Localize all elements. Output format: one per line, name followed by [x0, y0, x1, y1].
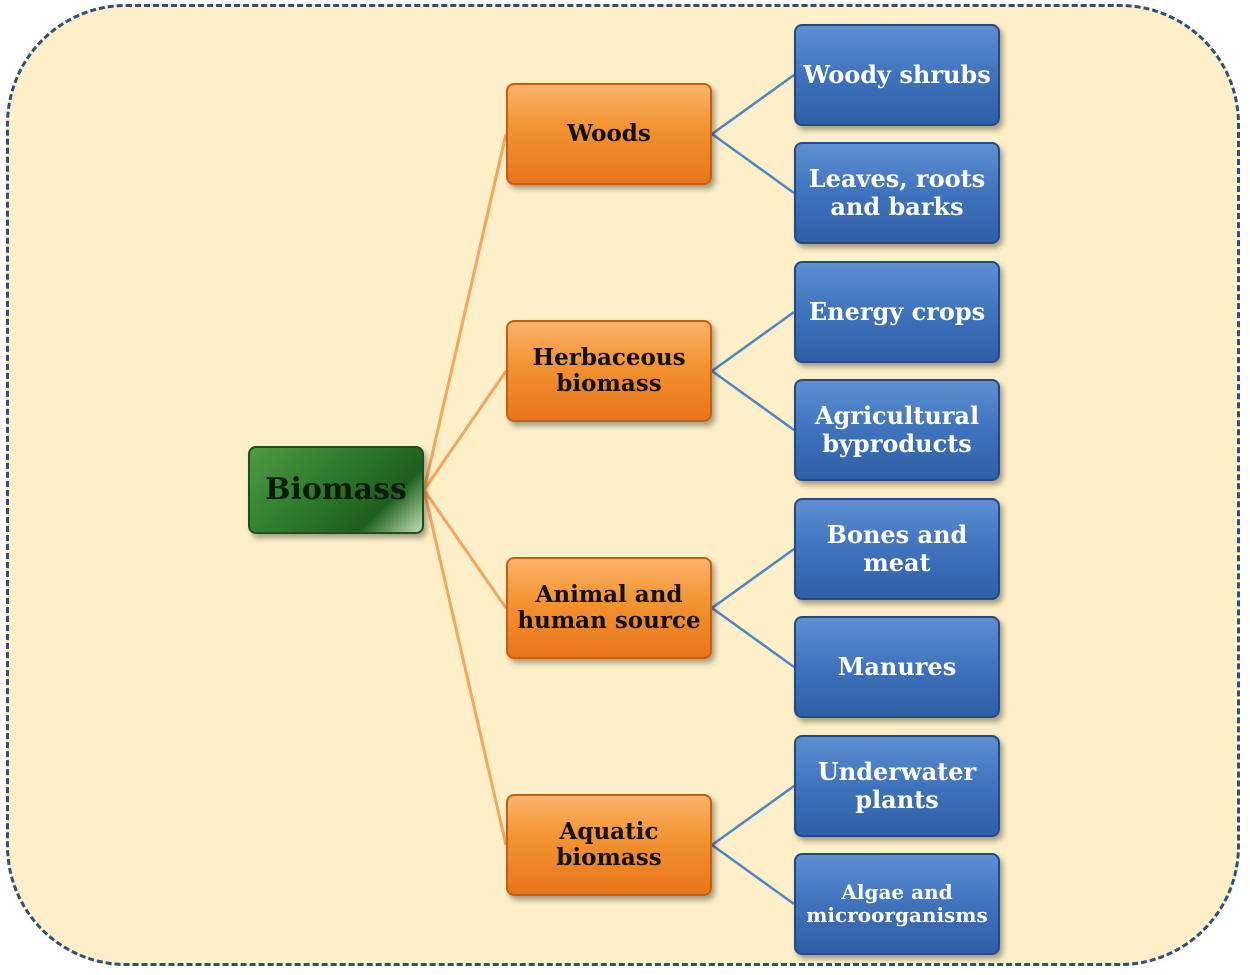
root-node: Biomass — [248, 446, 424, 534]
category-node-herbaceous: Herbaceous biomass — [506, 320, 712, 422]
category-node-animal: Animal and human source — [506, 557, 712, 659]
leaf-node-leaves-roots-barks: Leaves, roots and barks — [794, 142, 1000, 244]
leaf-node-algae-microorganisms: Algae and microorganisms — [794, 853, 1000, 955]
leaf-node-manures: Manures — [794, 616, 1000, 718]
category-node-woods: Woods — [506, 83, 712, 185]
leaf-node-woody-shrubs: Woody shrubs — [794, 24, 1000, 126]
leaf-node-underwater-plants: Underwater plants — [794, 735, 1000, 837]
leaf-node-bones-meat: Bones and meat — [794, 498, 1000, 600]
leaf-node-agricultural-byproducts: Agricultural byproducts — [794, 379, 1000, 481]
category-node-aquatic: Aquatic biomass — [506, 794, 712, 896]
leaf-node-energy-crops: Energy crops — [794, 261, 1000, 363]
